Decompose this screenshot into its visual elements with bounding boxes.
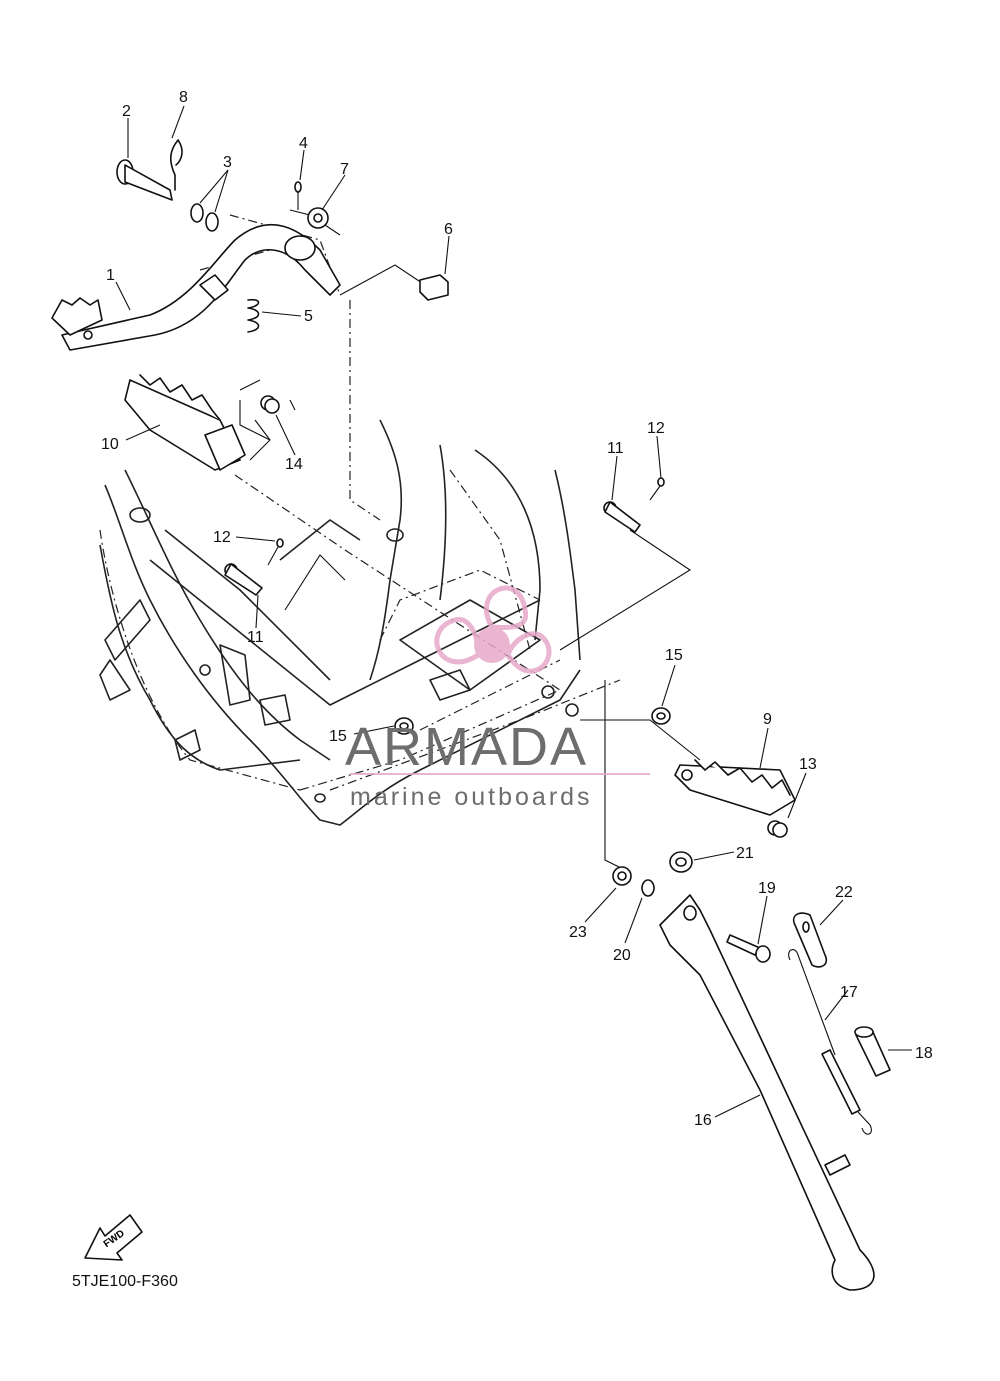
washer-7 <box>307 207 329 229</box>
frame-structure <box>99 419 581 826</box>
sidestand <box>659 894 875 1291</box>
sidestand-spring <box>788 949 872 1135</box>
cotter-pin-right <box>649 477 665 501</box>
part-label-4: 4 <box>299 135 308 152</box>
plate-22 <box>792 912 828 968</box>
footrest-left <box>124 374 246 471</box>
watermark-brand: ARMADA <box>345 717 589 777</box>
nut-23 <box>612 866 632 886</box>
part-label-12-right: 12 <box>647 420 665 437</box>
part-label-11-left: 11 <box>247 629 264 646</box>
part-label-9: 9 <box>763 711 772 728</box>
part-label-23: 23 <box>569 924 587 941</box>
pivot-shaft <box>116 159 173 201</box>
part-label-15-right: 15 <box>665 647 683 664</box>
part-label-10: 10 <box>101 436 119 453</box>
clevis-pin <box>419 274 449 301</box>
part-label-18: 18 <box>915 1045 933 1062</box>
footrest-right <box>674 759 796 816</box>
washer-20 <box>641 879 655 897</box>
cotter-pin-left <box>267 538 284 566</box>
part-label-11-right: 11 <box>607 440 624 457</box>
bolt-19 <box>726 934 771 963</box>
fwd-arrow-icon: FWD <box>84 1214 143 1261</box>
footrest-spring-14 <box>239 379 296 441</box>
armada-logo <box>350 585 650 775</box>
washer-15-right <box>651 707 671 725</box>
brake-pedal <box>51 223 341 351</box>
part-label-15-left: 15 <box>329 728 347 745</box>
footrest-spring-13 <box>767 820 788 838</box>
diagram-code: 5TJE100-F360 <box>72 1273 178 1290</box>
watermark-tagline: marine outboards <box>350 783 593 811</box>
part-label-1: 1 <box>106 267 115 284</box>
part-label-7: 7 <box>340 161 349 178</box>
footrest-pin-right <box>603 501 641 533</box>
bushing-21 <box>669 851 693 873</box>
part-label-8: 8 <box>179 89 188 106</box>
part-label-5: 5 <box>304 308 313 325</box>
part-label-17: 17 <box>840 984 858 1001</box>
r-clip <box>169 139 183 191</box>
part-label-13: 13 <box>799 756 817 773</box>
o-rings <box>190 203 219 232</box>
part-label-6: 6 <box>444 221 453 238</box>
label-leaders <box>115 105 912 1118</box>
washer-15-left <box>394 717 414 735</box>
part-label-2: 2 <box>122 103 131 120</box>
part-label-12-left: 12 <box>213 529 231 546</box>
part-label-22: 22 <box>835 884 853 901</box>
part-label-3: 3 <box>223 154 232 171</box>
part-label-16: 16 <box>694 1112 712 1129</box>
return-spring <box>247 298 260 333</box>
part-label-20: 20 <box>613 947 631 964</box>
cotter-pin <box>294 181 302 210</box>
part-label-14: 14 <box>285 456 303 473</box>
part-label-21: 21 <box>736 845 754 862</box>
sleeve-18 <box>854 1026 891 1077</box>
part-label-19: 19 <box>758 880 776 897</box>
footrest-pin-left <box>224 563 263 596</box>
